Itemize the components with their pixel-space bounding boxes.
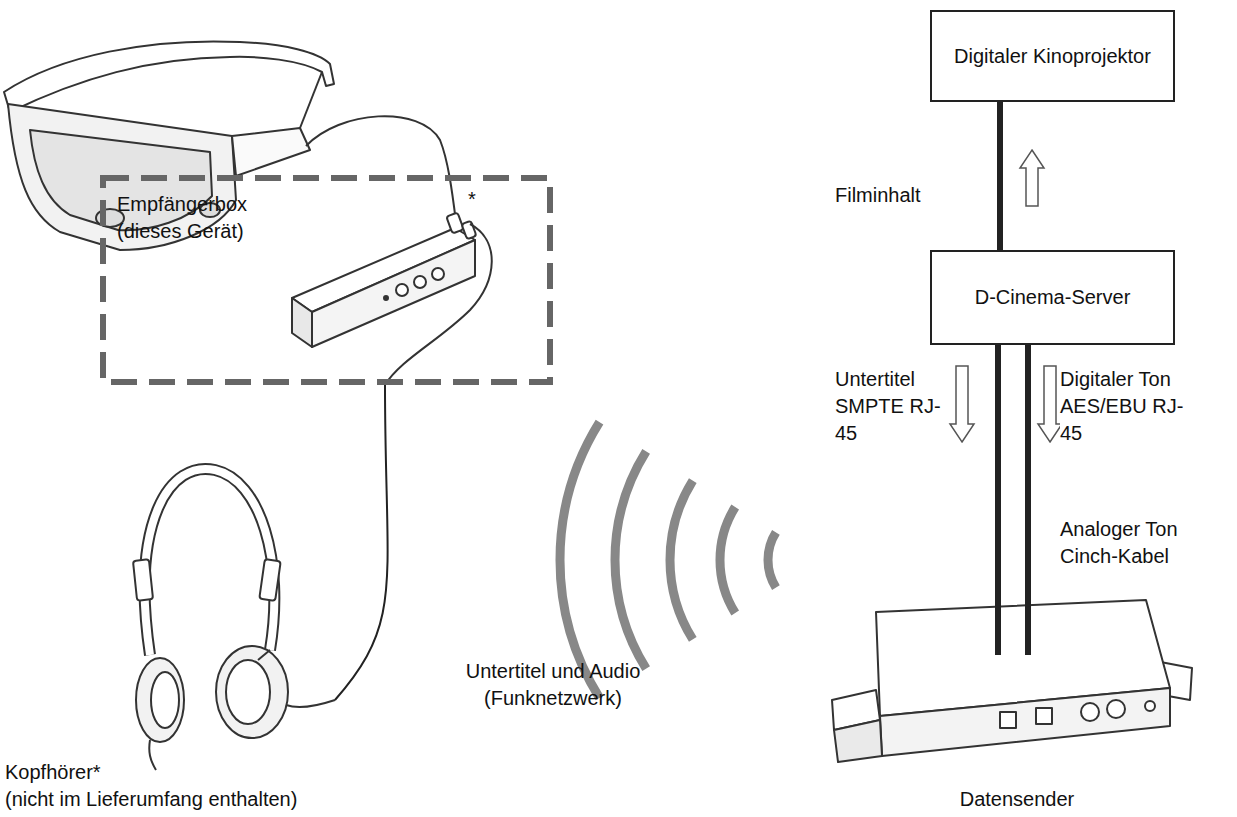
part-note: (nicht im Lieferumfang enthalten) — [5, 786, 297, 813]
projector-box: Digitaler Kinoprojektor — [930, 10, 1175, 102]
connection-label: Filminhalt — [835, 182, 945, 209]
connection-label: Digitaler Ton AES/EBU RJ-45 — [1060, 366, 1200, 447]
server-box: D-Cinema-Server — [930, 250, 1175, 345]
headphone-cable-end — [286, 700, 335, 707]
box-label: Digitaler Kinoprojektor — [954, 43, 1151, 70]
direction-arrow — [1020, 150, 1044, 206]
glasses-illustration — [4, 41, 334, 250]
headphone-cable — [385, 224, 492, 385]
receiver-device — [292, 212, 476, 347]
wave-arc — [670, 481, 693, 640]
radio-waves — [560, 422, 776, 698]
wave-arc — [560, 422, 600, 698]
wave-arc — [768, 532, 776, 587]
connection-label: Analoger Ton Cinch-Kabel — [1060, 516, 1200, 570]
headphones-node: Kopfhörer*(nicht im Lieferumfang enthalt… — [5, 375, 335, 815]
footnote-mark: * — [468, 186, 488, 213]
wave-arc — [720, 507, 735, 613]
wave-arc — [615, 451, 646, 668]
part-name: Kopfhörer* — [5, 759, 297, 786]
transmitter-node: Datensender — [835, 655, 1199, 815]
cable-line — [997, 102, 1003, 250]
glasses-cable — [306, 116, 456, 222]
wireless-label: Untertitel und Audio (Funknetzwerk) — [448, 658, 658, 712]
direction-arrow — [1038, 366, 1062, 442]
connection-label: Untertitel SMPTE RJ-45 — [835, 366, 945, 447]
node-title: Empfängerbox — [117, 191, 247, 218]
node-subtitle: (dieses Gerät) — [117, 218, 247, 245]
direction-arrow — [950, 366, 974, 442]
headphones-illustration — [133, 469, 288, 770]
transmitter-illustration — [832, 600, 1192, 762]
cable-line — [995, 345, 1001, 655]
part-name: Datensender — [835, 786, 1199, 813]
receiver-frame: Empfängerbox(dieses Gerät) — [100, 175, 553, 385]
headphone-cable — [335, 385, 388, 700]
box-label: D-Cinema-Server — [975, 284, 1131, 311]
cable-line — [1025, 345, 1031, 655]
